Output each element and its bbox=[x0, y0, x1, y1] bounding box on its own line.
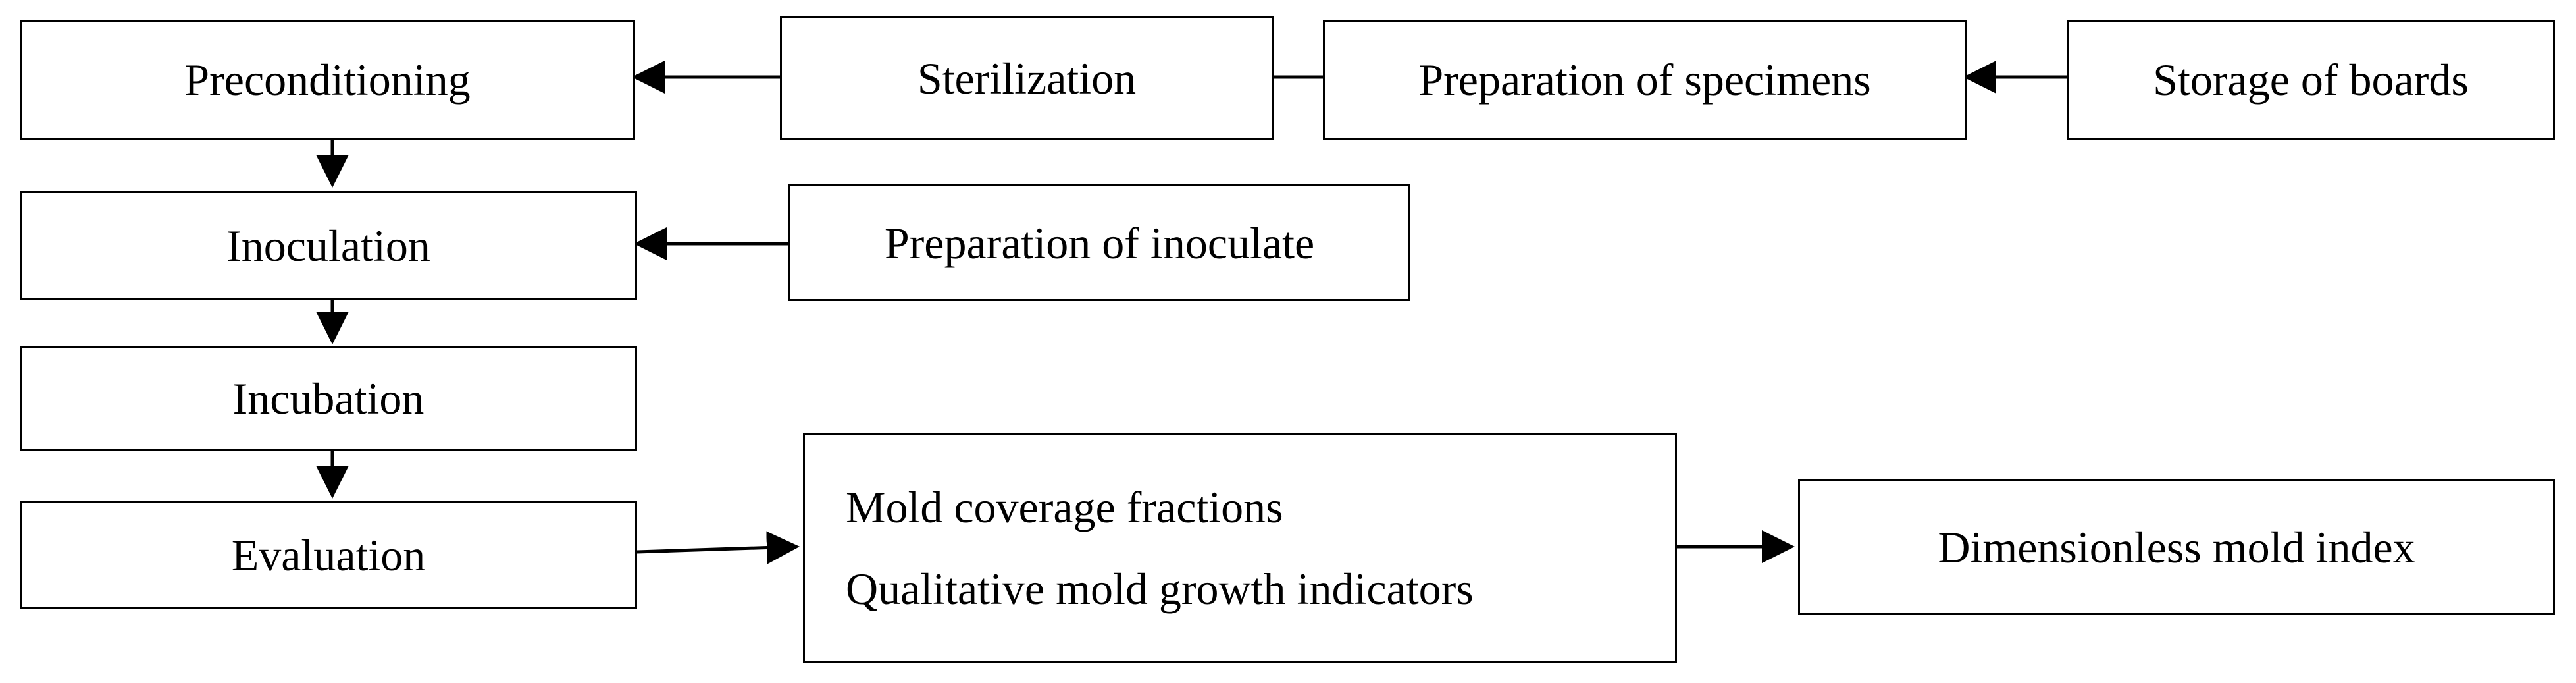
node-label: Inoculation bbox=[226, 220, 430, 271]
node-label: Storage of boards bbox=[2153, 55, 2469, 105]
node-label: Incubation bbox=[232, 373, 425, 423]
node-label: Dimensionless mold index bbox=[1938, 522, 2415, 572]
node-preparation-of-specimens: Preparation of specimens bbox=[1323, 20, 1967, 140]
node-results: Mold coverage fractions Qualitative mold… bbox=[803, 433, 1677, 663]
node-preparation-of-inoculate: Preparation of inoculate bbox=[788, 184, 1410, 301]
node-label: Preparation of specimens bbox=[1418, 55, 1871, 105]
node-evaluation: Evaluation bbox=[20, 501, 637, 609]
node-label: Preparation of inoculate bbox=[884, 217, 1315, 268]
node-sterilization: Sterilization bbox=[780, 16, 1274, 140]
arrow-evaluation-to-results bbox=[636, 531, 800, 564]
node-label: Preconditioning bbox=[184, 55, 471, 105]
node-inoculation: Inoculation bbox=[20, 191, 637, 300]
node-incubation: Incubation bbox=[20, 346, 637, 451]
node-dimensionless-mold-index: Dimensionless mold index bbox=[1798, 479, 2555, 615]
node-storage-of-boards: Storage of boards bbox=[2067, 20, 2555, 140]
node-label: Sterilization bbox=[917, 53, 1137, 103]
node-label: Evaluation bbox=[231, 530, 426, 580]
result-item-mold-coverage: Mold coverage fractions bbox=[846, 482, 1283, 532]
result-item-qualitative-indicators: Qualitative mold growth indicators bbox=[846, 564, 1474, 614]
node-preconditioning: Preconditioning bbox=[20, 20, 635, 140]
